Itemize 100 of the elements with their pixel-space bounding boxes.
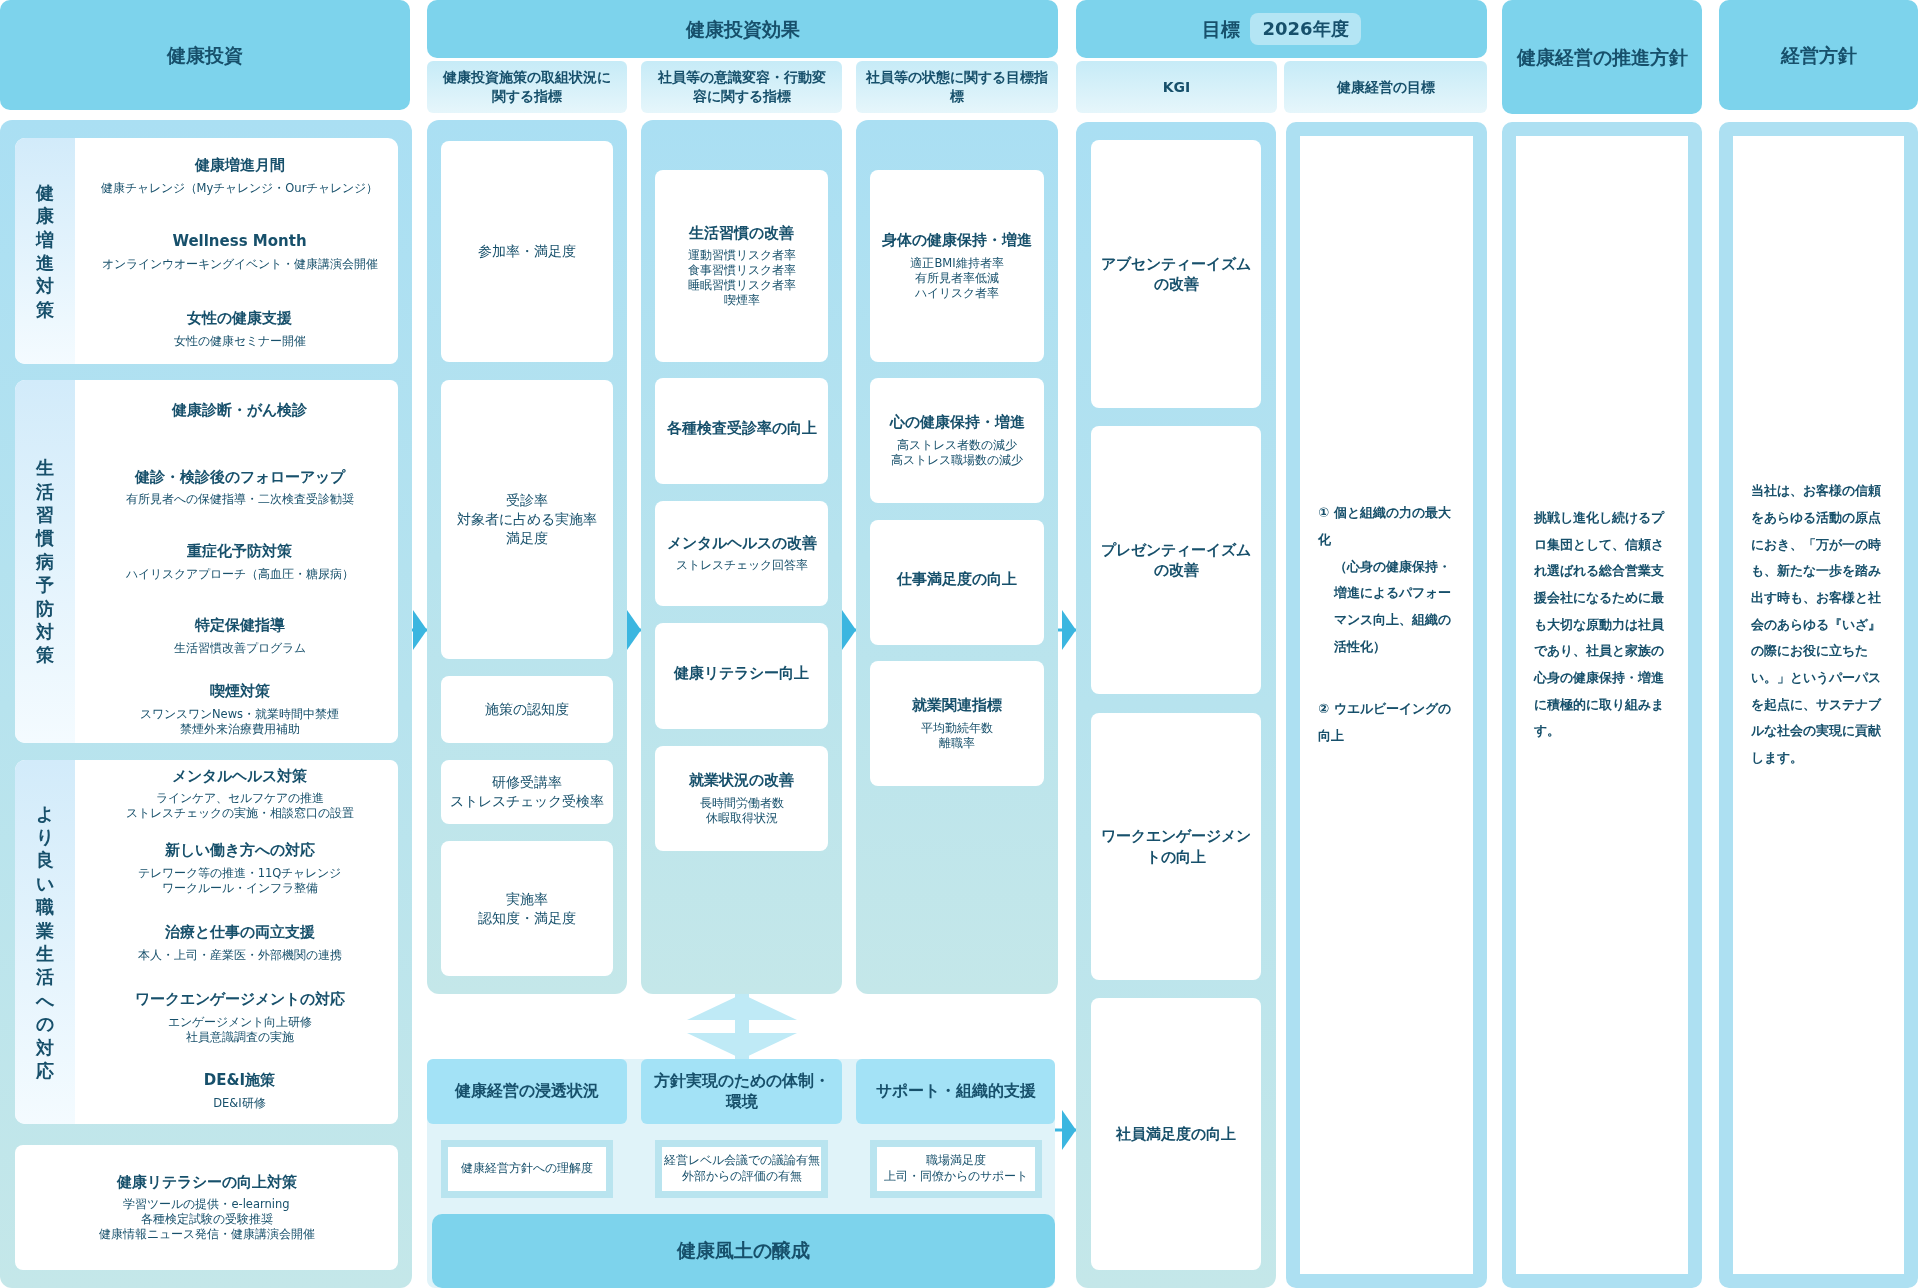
card-title: 新しい働き方への対応 [164, 841, 315, 861]
panel-text: ② ウエルビーイングの向上 [1318, 700, 1452, 745]
header-title: 経営方針 [1780, 42, 1857, 68]
column-panel [427, 120, 627, 994]
measure-card [655, 170, 828, 362]
measure-card [870, 170, 1044, 362]
header-title: 目標 [1202, 16, 1241, 42]
card-text: ストレスチェックの実施・相談窓口の設置 [125, 806, 354, 822]
indicator-card [441, 380, 613, 659]
card-title: 就業状況の改善 [689, 771, 794, 791]
kgi-card [1091, 426, 1261, 694]
section-panel [427, 1059, 1055, 1288]
card-text: 各種検定試験の受験推奨 [140, 1212, 273, 1228]
card-title: 身体の健康保持・増進 [882, 231, 1032, 251]
panel-text: 当社は、お客様の信頼をあらゆる活動の原点におき、「万が一の時も、新たな一歩を踏み出す時も、お客様と社会のあらゆる『いざ』の際にお役に立ちたい。」というパーパスを起点に、サステナブルな社会の実現に貢献します。 [1751, 482, 1883, 767]
card-title: 治療と仕事の両立支援 [164, 923, 315, 943]
card-title: 健診・検診後のフォローアップ [134, 467, 345, 488]
card-text: 有所見者率低減 [915, 270, 999, 286]
card-text: オンラインウオーキングイベント・健康講演会開催 [101, 256, 378, 272]
column-panel [641, 120, 842, 994]
card-title: 健康リテラシー向上 [674, 663, 809, 684]
column-panel [1076, 122, 1276, 1288]
card-text: 離職率 [939, 735, 975, 751]
category-label: 健康増進対策 [15, 138, 75, 364]
header-title: 健康経営の推進方針 [1516, 44, 1688, 70]
tile-title: 方針実現のための体制・環境 [653, 1070, 830, 1113]
indicator-card [441, 760, 613, 824]
card-title: 女性の健康支援 [187, 309, 292, 329]
indicator-text: ストレスチェック受検率 [450, 792, 604, 811]
card-text: エンゲージメント向上研修 [167, 1014, 312, 1030]
subheader-text: 健康経営の目標 [1336, 77, 1435, 97]
card-title: 社員満足度の向上 [1116, 1123, 1236, 1145]
card-text: ハイリスク者率 [915, 285, 999, 301]
card-title: 健康診断・がん検診 [172, 401, 307, 421]
panel-text: 挑戦し進化し続けるプロ集団として、信頼され選ばれる総合営業支援会社になるために最も大切な原動力は社員であり、社員と家族の心身の健康保持・増進に積極的に取り組みます。 [1534, 509, 1666, 741]
header-title: 健康投資 [167, 42, 243, 68]
card-text: 睡眠習慣リスク者率 [687, 278, 796, 294]
card-title: ワークエンゲージメントの対応 [134, 990, 345, 1010]
kgi-card [1091, 713, 1261, 980]
column-panel [0, 120, 412, 1288]
measure-card [870, 661, 1044, 786]
header-title: 健康投資効果 [685, 16, 800, 42]
category-label: 生活習慣病予防対策 [15, 380, 75, 743]
indicator-card [870, 1140, 1042, 1198]
chevron-arrow [412, 610, 427, 650]
card-text: 本人・上司・産業医・外部機関の連携 [137, 947, 342, 963]
column-panel [856, 120, 1058, 994]
card-title: DE&I施策 [203, 1071, 276, 1091]
text-panel [1719, 122, 1918, 1288]
subheader-box [1076, 61, 1277, 113]
card-text: ラインケア、セルフケアの推進 [155, 791, 324, 807]
card-text: DE&I研修 [213, 1095, 266, 1111]
measure-card [15, 1145, 398, 1270]
indicator-text: 職場満足度 [926, 1153, 986, 1169]
card-text: 適正BMI維持者率 [910, 255, 1004, 271]
card-title: 喫煙対策 [209, 682, 270, 702]
measure-card [655, 378, 828, 484]
subheader-text: KGI [1162, 77, 1191, 97]
subheader-text: 健康投資施策の取組状況に関する指標 [442, 68, 612, 106]
chevron-arrow [1055, 1110, 1076, 1150]
indicator-text: 健康経営方針への理解度 [461, 1161, 593, 1177]
card-text: 長時間労働者数 [699, 795, 784, 811]
card-text: 健康情報ニュース発信・健康講演会開催 [98, 1227, 315, 1243]
card-title: 重症化予防対策 [187, 542, 292, 562]
card-text: ハイリスクアプローチ（高血圧・糖尿病） [125, 566, 354, 582]
card-text: ストレスチェック回答率 [675, 558, 808, 574]
indicator-card [441, 676, 613, 743]
section-tile [641, 1059, 842, 1124]
text-panel [1502, 122, 1702, 1288]
indicator-card [655, 1140, 828, 1198]
subheader-box [641, 61, 842, 113]
card-text: 喫煙率 [723, 293, 760, 309]
year-badge: 2026年度 [1250, 13, 1361, 45]
indicator-text: 外部からの評価の有無 [681, 1169, 802, 1185]
column-header [427, 0, 1058, 58]
measure-card [655, 746, 828, 851]
card-text: 食事習慣リスク者率 [687, 263, 796, 279]
category-label: より良い職業生活への対応 [15, 760, 75, 1124]
double-arrow [687, 994, 797, 1059]
indicator-card [441, 141, 613, 362]
panel-text: （心身の健康保持・増進によるパフォーマンス向上、組織の活性化） [1332, 557, 1452, 656]
card-text: 休暇取得状況 [705, 810, 778, 826]
card-text: テレワーク等の推進・11Qチャレンジ [137, 865, 342, 881]
category-card [15, 760, 398, 1124]
chevron-arrow [627, 610, 641, 650]
card-title: メンタルヘルス対策 [172, 766, 307, 787]
card-text: 高ストレス職場数の減少 [891, 452, 1023, 468]
indicator-text: 認知度・満足度 [478, 908, 576, 928]
section-tile [856, 1059, 1055, 1124]
card-title: 生活習慣の改善 [689, 223, 794, 244]
card-title: 仕事満足度の向上 [897, 570, 1017, 590]
card-text: 高ストレス者数の減少 [897, 437, 1017, 453]
indicator-text: 上司・同僚からのサポート [884, 1169, 1028, 1185]
card-title: ワークエンゲージメントの向上 [1100, 826, 1252, 867]
indicator-card [441, 841, 613, 976]
panel-text: ① 個と組織の力の最大化 [1318, 504, 1452, 550]
card-text: ワークルール・インフラ整備 [161, 880, 318, 896]
text-panel [1286, 122, 1487, 1288]
subheader-box [427, 61, 627, 113]
indicator-text: 研修受講率 [492, 773, 562, 792]
